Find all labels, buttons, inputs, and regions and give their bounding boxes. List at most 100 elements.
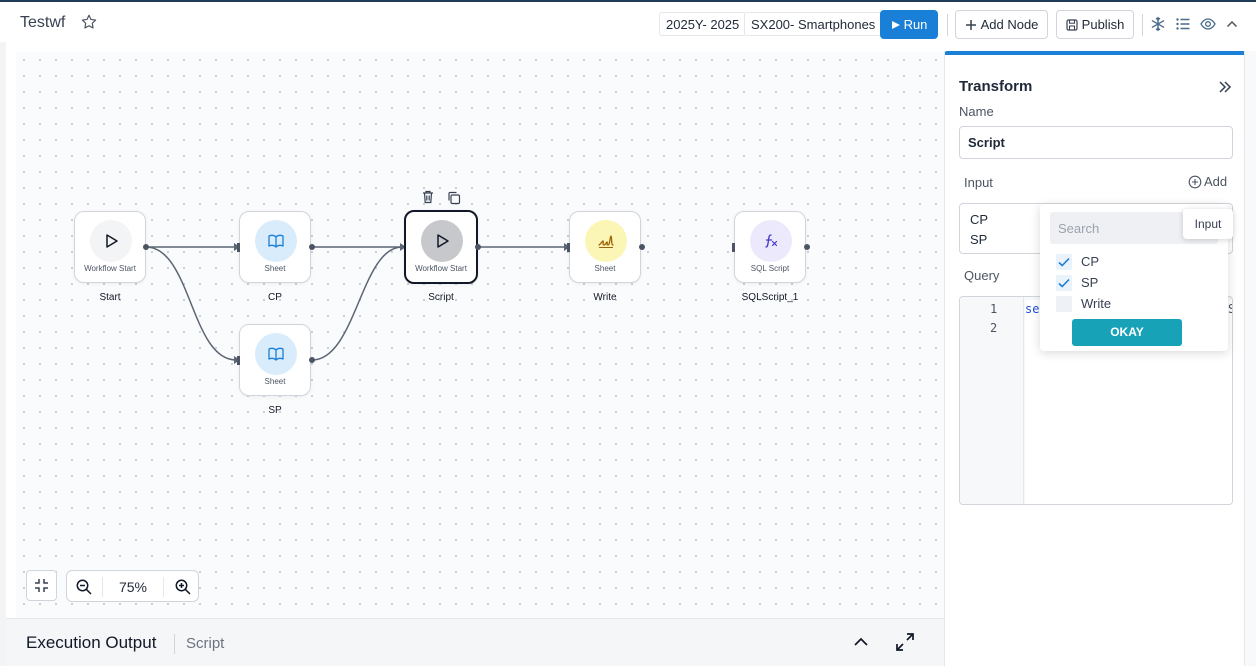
zoom-in-icon[interactable] <box>174 578 192 596</box>
name-input[interactable]: Script <box>959 126 1233 159</box>
top-accent-line <box>0 0 1256 2</box>
node-cp[interactable]: Sheet <box>239 211 311 283</box>
node-write-circle <box>585 220 627 262</box>
zoom-out-icon[interactable] <box>75 578 93 596</box>
port-in[interactable] <box>237 243 240 252</box>
node-script-type: Workflow Start <box>415 264 467 273</box>
port-out[interactable] <box>639 244 645 250</box>
check-icon <box>1058 278 1070 288</box>
copy-icon[interactable] <box>446 190 462 206</box>
star-icon[interactable] <box>80 13 98 31</box>
edge-sp-script <box>311 246 403 361</box>
arrow-script <box>400 243 406 251</box>
node-write[interactable]: Sheet <box>569 211 641 283</box>
node-sp[interactable]: Sheet <box>239 324 311 396</box>
function-icon <box>765 234 778 248</box>
execution-output-subtitle: Script <box>186 635 225 652</box>
port-in[interactable] <box>237 356 240 365</box>
port-out[interactable] <box>804 244 810 250</box>
zoom-divider <box>163 577 164 597</box>
port-out[interactable] <box>309 357 315 363</box>
play-icon <box>437 234 449 248</box>
input-label: Input <box>964 175 993 190</box>
node-sp-circle <box>255 333 297 375</box>
query-label: Query <box>964 268 1000 283</box>
publish-label: Publish <box>1081 17 1125 32</box>
node-cp-circle <box>255 220 297 262</box>
checkbox[interactable] <box>1056 296 1072 312</box>
node-start-label: Start <box>99 292 121 303</box>
node-sqlscript[interactable]: SQL Script <box>734 211 806 283</box>
zoom-controls: 75% <box>66 570 199 602</box>
node-sqlscript-type: SQL Script <box>750 264 790 273</box>
input-item: CP <box>970 212 989 227</box>
line-number: 2 <box>990 321 998 335</box>
checkbox[interactable] <box>1056 275 1072 291</box>
port-out[interactable] <box>475 244 481 250</box>
node-script[interactable]: Workflow Start <box>404 210 478 284</box>
node-script-circle <box>421 220 463 262</box>
minimize-icon <box>35 579 48 592</box>
header-divider <box>947 14 948 36</box>
fit-view-button[interactable] <box>26 570 57 601</box>
run-label: Run <box>903 17 928 32</box>
panel-scrollbar[interactable] <box>1244 51 1256 666</box>
double-chevron-right-icon[interactable] <box>1217 79 1233 95</box>
editor-gutter: 1 2 <box>960 297 1024 504</box>
header-divider <box>1142 14 1143 36</box>
zoom-level: 75% <box>118 579 148 595</box>
port-in[interactable] <box>567 243 570 252</box>
signature-icon <box>598 235 614 248</box>
node-write-type: Sheet <box>594 264 616 273</box>
chevron-up-icon[interactable] <box>851 632 871 652</box>
node-start-type: Workflow Start <box>84 264 136 273</box>
node-sp-type: Sheet <box>264 377 286 386</box>
zoom-divider <box>102 577 103 597</box>
input-item: SP <box>970 232 988 247</box>
chevron-up-icon[interactable] <box>1224 16 1240 32</box>
publish-button[interactable]: Publish <box>1056 10 1134 39</box>
year-chip[interactable]: 2025Y- 2025 <box>659 12 747 36</box>
edges-layer <box>145 243 570 364</box>
add-label: Add <box>1204 174 1228 189</box>
edge-start-sp <box>145 246 237 361</box>
trash-icon[interactable] <box>420 189 436 205</box>
node-cp-type: Sheet <box>264 264 286 273</box>
option-label: Write <box>1081 296 1112 311</box>
okay-button[interactable]: OKAY <box>1072 319 1182 346</box>
list-icon[interactable] <box>1175 16 1191 32</box>
port-in[interactable] <box>732 243 735 252</box>
node-write-label: Write <box>593 292 617 303</box>
product-chip[interactable]: SX200- Smartphones <box>744 12 883 36</box>
run-button[interactable]: Run <box>880 10 938 39</box>
plus-icon <box>965 20 976 30</box>
node-sqlscript-label: SQLScript_1 <box>741 292 799 303</box>
play-icon <box>106 234 118 248</box>
add-node-button[interactable]: Add Node <box>955 10 1048 39</box>
node-cp-label: CP <box>268 292 282 303</box>
node-script-label: Script <box>428 292 454 303</box>
snowflake-icon[interactable] <box>1150 16 1166 32</box>
save-icon <box>1066 19 1078 31</box>
node-sp-label: SP <box>268 405 282 416</box>
book-icon <box>268 234 284 248</box>
add-input-button[interactable]: Add <box>1188 174 1227 189</box>
port-out[interactable] <box>143 244 149 250</box>
code-text: se <box>1025 302 1040 316</box>
transform-panel: Transform Name Script Input Add CP SP Qu… <box>944 51 1245 666</box>
play-icon <box>891 21 900 29</box>
node-start[interactable]: Workflow Start <box>74 211 146 283</box>
workflow-canvas[interactable]: Workflow Start Start Sheet CP Sheet SP W… <box>16 52 944 618</box>
panel-accent <box>945 51 1245 55</box>
expand-icon[interactable] <box>894 631 916 653</box>
add-node-label: Add Node <box>980 17 1039 32</box>
eye-icon[interactable] <box>1200 16 1216 32</box>
name-label: Name <box>959 104 994 119</box>
port-out[interactable] <box>309 244 315 250</box>
line-number: 1 <box>990 302 998 316</box>
node-start-circle <box>90 220 132 262</box>
node-sqlscript-circle <box>750 220 792 262</box>
execution-output-bar: Execution Output Script <box>6 618 944 666</box>
checkbox[interactable] <box>1056 254 1072 270</box>
header-bar: Testwf 2025Y- 2025 SX200- Smartphones Ru… <box>0 2 1256 42</box>
